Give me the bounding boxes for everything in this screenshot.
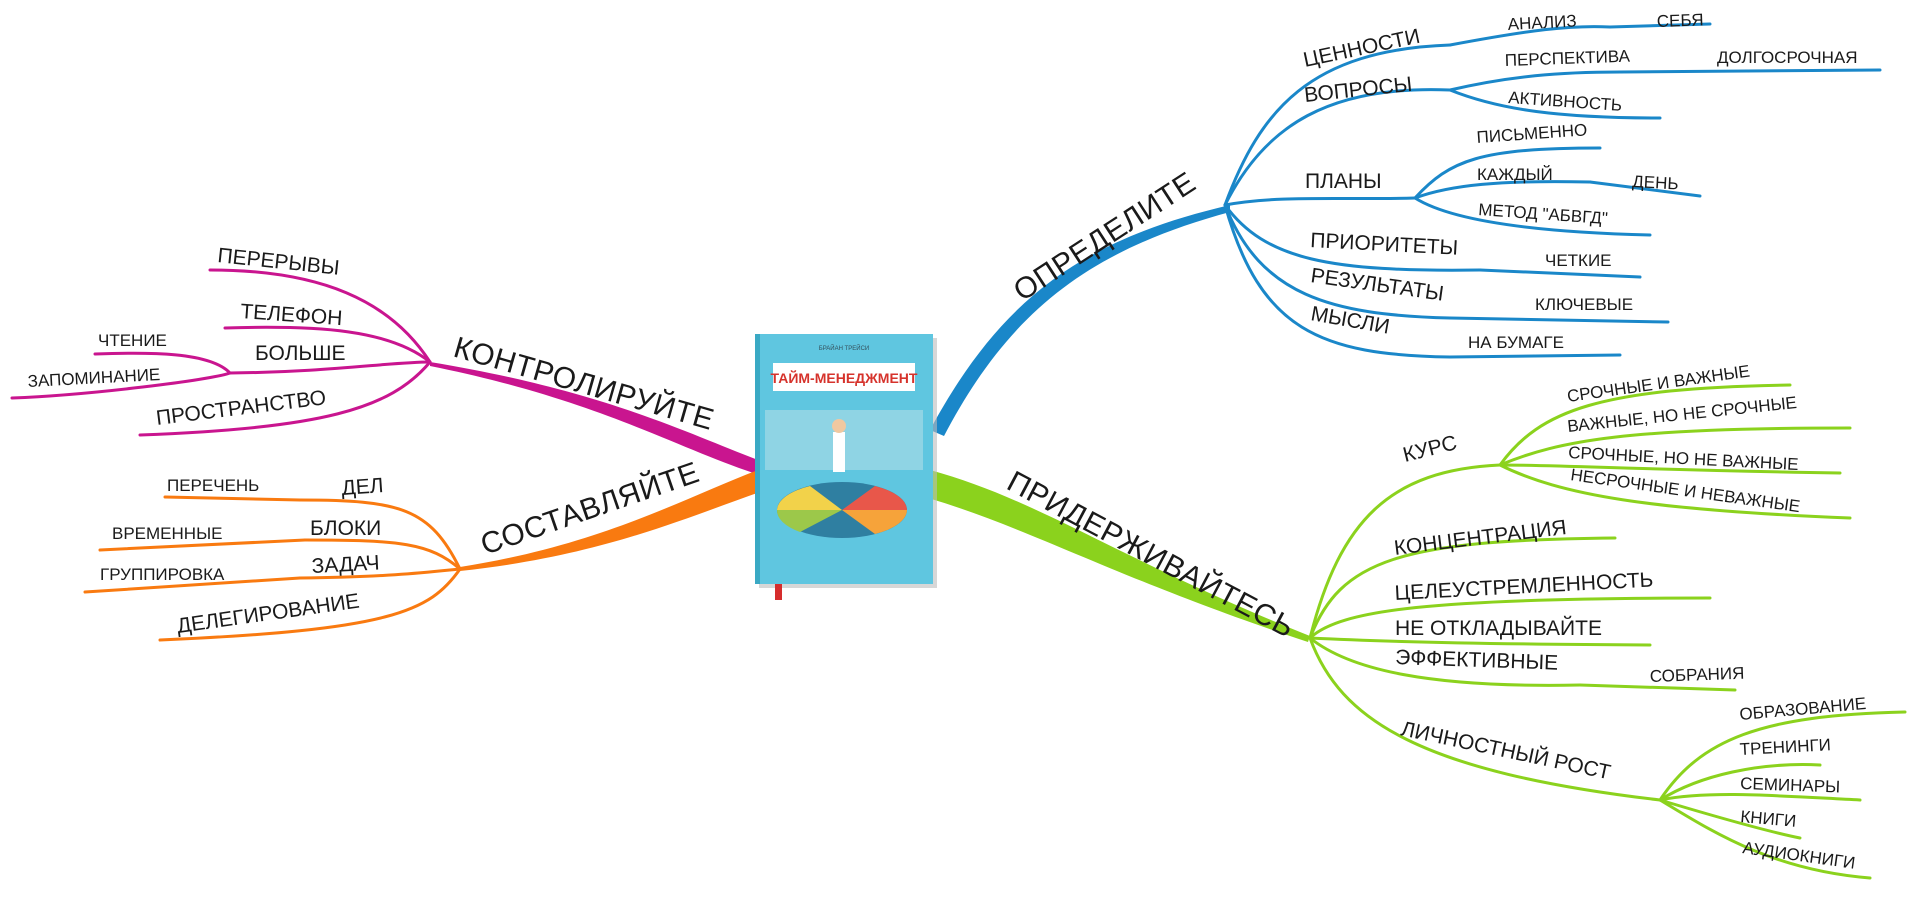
node-tasks-of: ДЕЛ bbox=[341, 474, 385, 500]
node-delegation: ДЕЛЕГИРОВАНИЕ bbox=[175, 590, 360, 638]
define-lines bbox=[1223, 22, 1882, 359]
node-blocks: БЛОКИ bbox=[310, 517, 381, 540]
node-plans: ПЛАНЫ bbox=[1305, 170, 1382, 193]
book-title-bar bbox=[773, 363, 915, 391]
branch-define-label: ОПРЕДЕЛИТЕ bbox=[1008, 166, 1202, 308]
node-meetings: СОБРАНИЯ bbox=[1649, 664, 1744, 686]
node-reading: ЧТЕНИЕ bbox=[98, 331, 167, 350]
node-temporary: ВРЕМЕННЫЕ bbox=[112, 524, 222, 543]
book-author: БРАЙАН ТРЕЙСИ bbox=[819, 344, 869, 352]
illustration-slice-yellow bbox=[777, 486, 842, 510]
illustration-person-head bbox=[832, 419, 846, 433]
node-clear: ЧЕТКИЕ bbox=[1545, 251, 1612, 270]
node-more: БОЛЬШЕ bbox=[255, 342, 345, 365]
node-self: СЕБЯ bbox=[1656, 10, 1703, 31]
compose-lines bbox=[83, 495, 462, 642]
node-list: ПЕРЕЧЕНЬ bbox=[167, 476, 259, 495]
branch-stick-trunk bbox=[928, 470, 1310, 642]
node-audiobooks: АУДИОКНИГИ bbox=[1741, 838, 1856, 873]
node-phone: ТЕЛЕФОН bbox=[240, 300, 343, 330]
node-books: КНИГИ bbox=[1740, 807, 1797, 831]
book-spine bbox=[755, 334, 760, 584]
node-course: КУРС bbox=[1401, 431, 1460, 467]
node-in-writing: ПИСЬМЕННО bbox=[1476, 120, 1588, 147]
book-title: ТАЙМ-МЕНЕДЖМЕНТ bbox=[771, 369, 918, 386]
node-concentration: КОНЦЕНТРАЦИЯ bbox=[1393, 516, 1568, 560]
node-urgent-important: СРОЧНЫЕ И ВАЖНЫЕ bbox=[1566, 362, 1751, 406]
branch-control-label: КОНТРОЛИРУЙТЕ bbox=[450, 330, 718, 437]
node-priorities: ПРИОРИТЕТЫ bbox=[1310, 229, 1459, 260]
branch-stick-label: ПРИДЕРЖИВАЙТЕСЬ bbox=[1002, 464, 1301, 644]
stick-lines bbox=[1308, 383, 1907, 880]
node-seminars: СЕМИНАРЫ bbox=[1740, 774, 1841, 796]
node-analysis: АНАЛИЗ bbox=[1507, 11, 1577, 34]
node-on-paper: НА БУМАГЕ bbox=[1468, 333, 1564, 352]
node-space: ПРОСТРАНСТВО bbox=[155, 386, 328, 430]
illustration-person bbox=[833, 432, 845, 472]
node-trainings: ТРЕНИНГИ bbox=[1739, 735, 1831, 759]
node-every: КАЖДЫЙ bbox=[1477, 165, 1553, 184]
node-grouping: ГРУППИРОВКА bbox=[100, 565, 225, 584]
illustration-slice-red bbox=[842, 486, 907, 510]
book-cover: БРАЙАН ТРЕЙСИ ТАЙМ-МЕНЕДЖМЕНТ bbox=[755, 334, 937, 600]
node-day: ДЕНЬ bbox=[1632, 172, 1679, 193]
node-values: ЦЕННОСТИ bbox=[1301, 25, 1422, 72]
node-tasks: ЗАДАЧ bbox=[311, 551, 380, 578]
control-lines bbox=[10, 268, 432, 437]
node-dont-delay: НЕ ОТКЛАДЫВАЙТЕ bbox=[1395, 616, 1602, 640]
node-long-term: ДОЛГОСРОЧНАЯ bbox=[1717, 48, 1858, 67]
bookmark-ribbon bbox=[775, 584, 782, 600]
illustration-slice-green bbox=[776, 510, 842, 532]
illustration-slice-orange bbox=[842, 510, 907, 534]
node-effective: ЭФФЕКТИВНЫЕ bbox=[1395, 646, 1559, 675]
node-perspective: ПЕРСПЕКТИВА bbox=[1504, 47, 1630, 70]
node-key: КЛЮЧЕВЫЕ bbox=[1535, 295, 1633, 314]
